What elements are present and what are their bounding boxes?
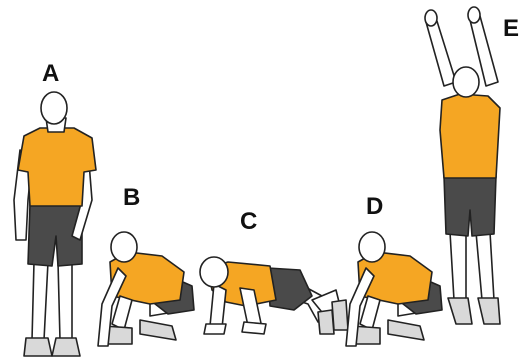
figure-a-standing	[14, 92, 96, 356]
figure-c-plank	[200, 257, 348, 334]
figure-d-squat	[346, 232, 442, 346]
figure-e-jump	[425, 7, 500, 324]
figure-b-squat	[98, 232, 194, 346]
